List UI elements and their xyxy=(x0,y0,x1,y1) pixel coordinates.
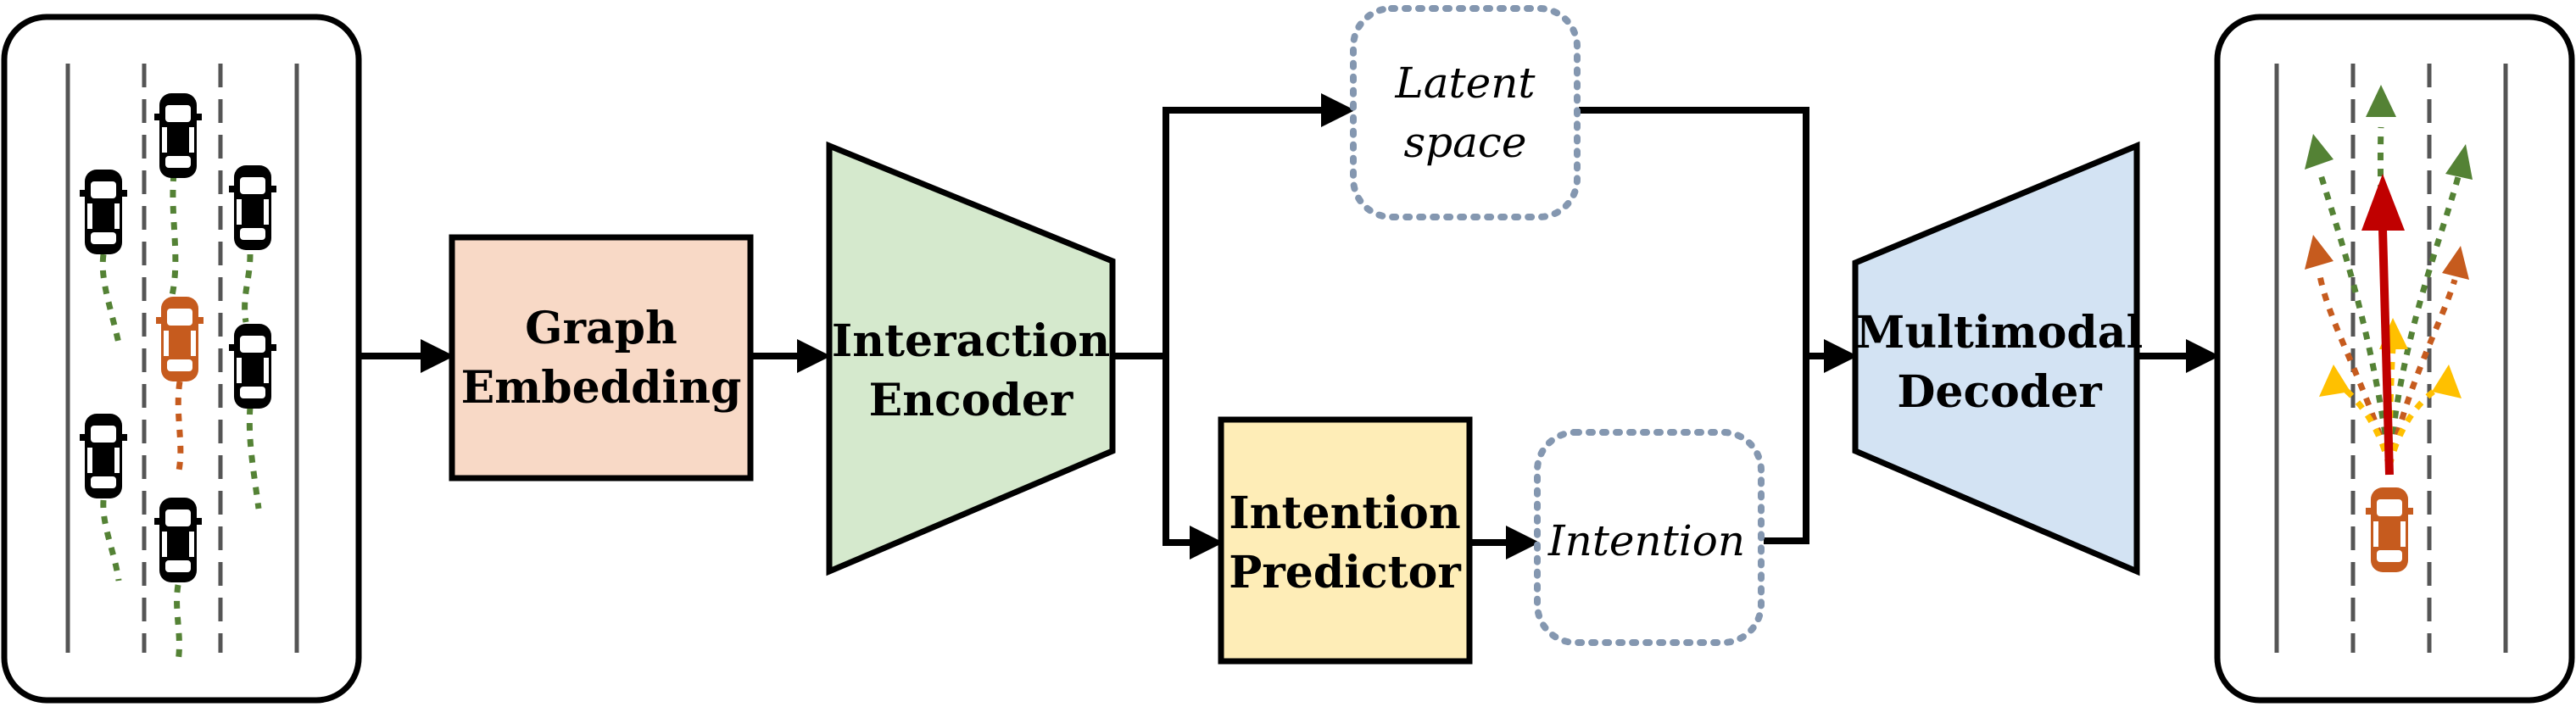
latent-space-label-1: Latent xyxy=(1395,58,1536,108)
multimodal-decoder-label-2: Decoder xyxy=(1897,366,2102,418)
interaction-encoder-label-2: Encoder xyxy=(869,375,1073,426)
output-prediction-panel xyxy=(2214,14,2575,704)
input-scene-panel xyxy=(1,14,362,704)
intention-box: Intention xyxy=(1534,429,1765,646)
car-icon xyxy=(229,324,276,409)
intention-predictor-label-1: Intention xyxy=(1229,487,1460,539)
multimodal-decoder-label-1: Multimodal xyxy=(1856,307,2143,359)
graph-embedding-label-2: Embedding xyxy=(461,362,742,414)
latent-space-label-2: space xyxy=(1403,118,1526,167)
intention-predictor-label-2: Predictor xyxy=(1229,547,1461,598)
car-icon xyxy=(154,93,202,178)
car-icon xyxy=(229,165,276,250)
car-icon xyxy=(154,498,202,582)
ego-car-icon xyxy=(156,297,204,381)
interaction-encoder-block: Interaction Encoder xyxy=(826,141,1116,576)
interaction-encoder-label-1: Interaction xyxy=(832,315,1110,367)
ego-car-icon xyxy=(2366,487,2413,572)
intention-label: Intention xyxy=(1547,516,1745,565)
latent-space-box: Latent space xyxy=(1350,5,1581,220)
graph-embedding-block: Graph Embedding xyxy=(449,234,754,482)
car-icon xyxy=(80,170,127,254)
multimodal-decoder-block: Multimodal Decoder xyxy=(1852,141,2143,576)
intention-predictor-block: Intention Predictor xyxy=(1218,416,1473,665)
car-icon xyxy=(80,414,127,498)
graph-embedding-label-1: Graph xyxy=(525,303,677,354)
